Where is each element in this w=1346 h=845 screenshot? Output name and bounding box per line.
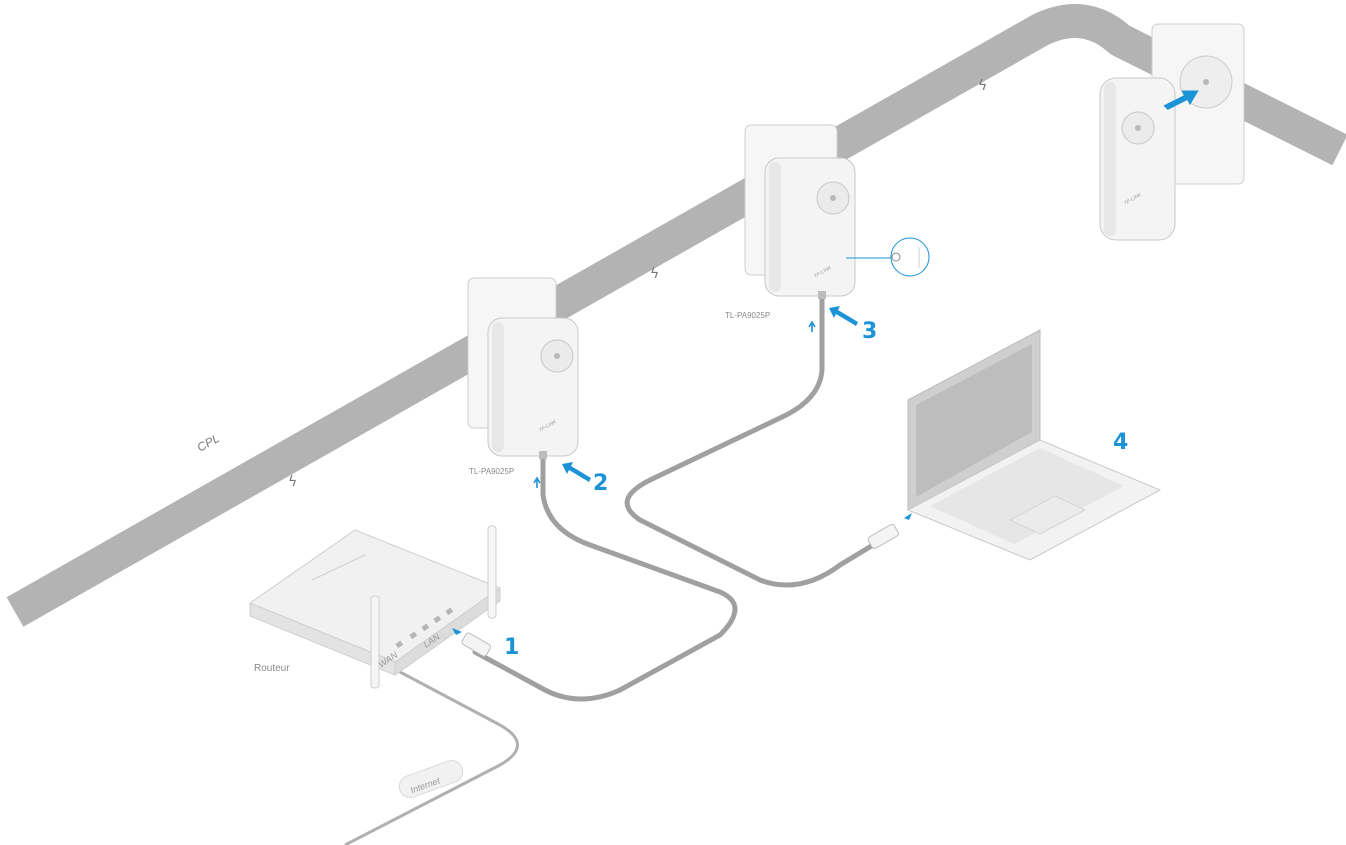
powerline-adapter-1: TP-LINK: [467, 277, 579, 459]
cpl-label: CPL: [195, 431, 222, 455]
router-antenna-right: [487, 525, 497, 619]
arrow-icon: [904, 513, 912, 520]
ethernet-cable-1: [472, 452, 738, 702]
laptop: [867, 329, 1162, 561]
router: WAN LAN: [248, 525, 502, 689]
arrow-icon: [452, 628, 462, 635]
internet-badge: Internet: [398, 759, 464, 799]
internet-cable: [344, 653, 519, 845]
powerline-adapter-2: TP-LINK: [744, 124, 930, 299]
lightning-bolt-icon: ϟ: [650, 266, 659, 282]
cables: [344, 289, 881, 845]
ethernet-plug-1: [461, 632, 492, 657]
ethernet-port: [818, 291, 826, 299]
step-3-label: 3: [862, 319, 877, 344]
adapter-1-model-label: TL-PA9025P: [469, 467, 514, 476]
router-label: Routeur: [254, 663, 290, 674]
arrow-icon: [808, 320, 816, 332]
router-antenna-left: [370, 595, 380, 689]
powerline-adapter-3: TP-LINK: [1099, 23, 1245, 241]
lightning-bolt-icon: ϟ: [978, 78, 987, 94]
pair-button-callout: [890, 237, 930, 277]
arrow-icon: [562, 462, 591, 482]
ethernet-plug-2: [867, 523, 899, 549]
adapter-2-model-label: TL-PA9025P: [725, 311, 770, 320]
lightning-bolt-icon: ϟ: [288, 474, 297, 490]
router-ports: [395, 607, 454, 649]
ethernet-port: [539, 451, 547, 459]
step-1-label: 1: [504, 635, 519, 660]
ethernet-cable-2: [624, 289, 881, 588]
pair-button-icon: [891, 252, 901, 262]
arrow-icon: [533, 476, 541, 488]
step-2-label: 2: [593, 471, 608, 496]
arrow-icon: [829, 306, 858, 326]
laptop-touchpad: [1008, 495, 1087, 535]
step-4-label: 4: [1113, 430, 1128, 455]
arrow-icon: [1163, 90, 1199, 110]
